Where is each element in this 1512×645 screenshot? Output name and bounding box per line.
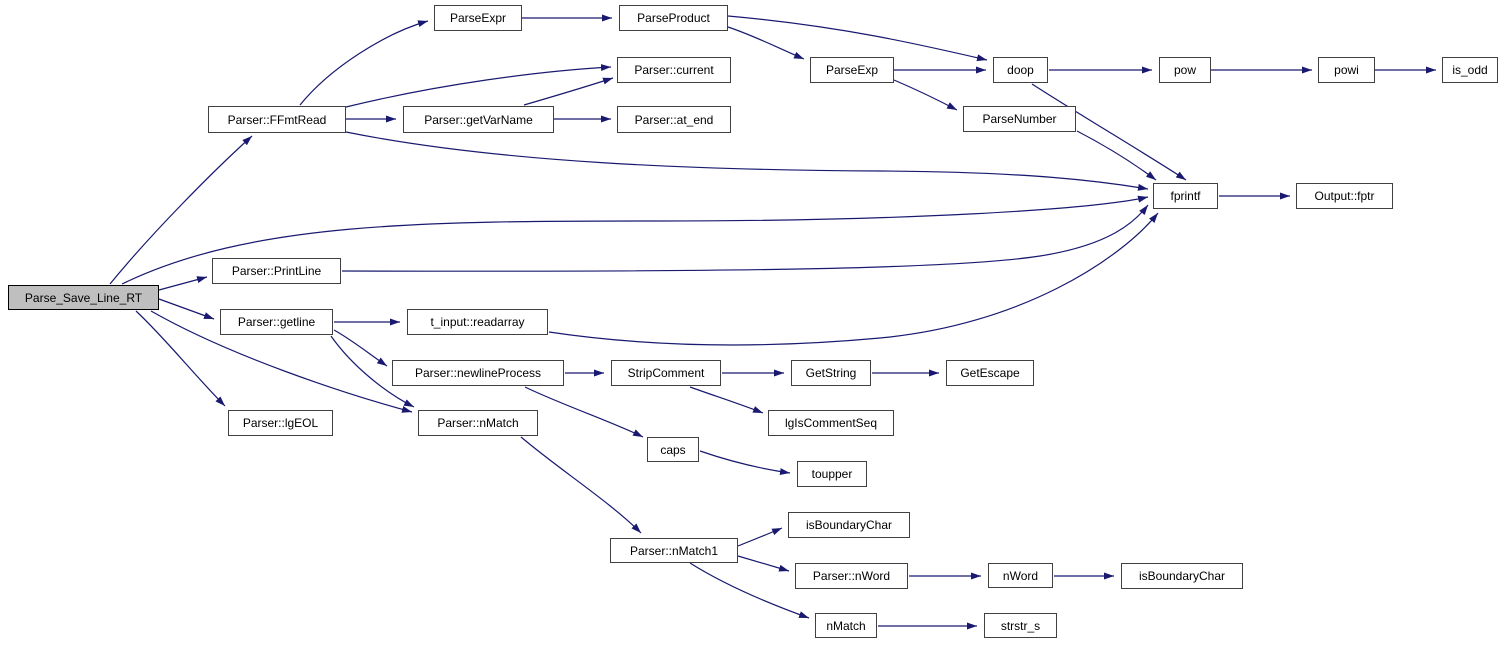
edge-parse-save-line-rt-to-lgeol: [135, 310, 226, 407]
edge-parse-save-line-rt-to-fprintf: [121, 195, 1149, 285]
node-parser-lgeol[interactable]: Parser::lgEOL: [228, 410, 333, 436]
node-parser-at-end[interactable]: Parser::at_end: [617, 106, 731, 133]
edge-getline-to-newlineprocess: [333, 329, 388, 367]
node-getescape[interactable]: GetEscape: [946, 360, 1034, 386]
edge-parse-save-line-rt-to-parser-nmatch: [150, 310, 413, 413]
node-parse-product[interactable]: ParseProduct: [619, 5, 728, 31]
node-parser-nmatch1[interactable]: Parser::nMatch1: [610, 538, 738, 563]
edge-doop-to-fprintf: [1031, 83, 1187, 181]
edge-parser-nmatch1-to-parser-nword: [737, 555, 790, 572]
node-fprintf[interactable]: fprintf: [1153, 183, 1218, 209]
edge-getline-to-parser-nmatch: [330, 335, 415, 408]
edge-parser-nmatch-to-parser-nmatch1: [520, 436, 642, 534]
edge-parseproduct-to-doop: [727, 15, 988, 62]
node-parse-number[interactable]: ParseNumber: [963, 106, 1076, 132]
node-lgiscommentseq[interactable]: lgIsCommentSeq: [768, 410, 894, 436]
node-parser-nmatch[interactable]: Parser::nMatch: [418, 410, 538, 436]
node-output-fptr[interactable]: Output::fptr: [1296, 183, 1393, 209]
edge-getvarname-to-current: [523, 77, 614, 106]
edge-parseexp-to-parsenumber: [893, 79, 958, 111]
node-parse-save-line-rt: Parse_Save_Line_RT: [8, 285, 159, 310]
node-isboundarychar-1[interactable]: isBoundaryChar: [788, 512, 910, 538]
node-parser-ffmtread[interactable]: Parser::FFmtRead: [208, 106, 346, 133]
node-getstring[interactable]: GetString: [791, 360, 871, 386]
node-parser-current[interactable]: Parser::current: [617, 57, 731, 83]
node-parse-exp[interactable]: ParseExp: [810, 57, 894, 83]
node-strstr-s[interactable]: strstr_s: [984, 613, 1057, 638]
node-caps[interactable]: caps: [647, 437, 699, 462]
edge-ffmtread-to-fprintf: [345, 131, 1149, 191]
node-powi[interactable]: powi: [1318, 57, 1375, 83]
node-isboundarychar-2[interactable]: isBoundaryChar: [1121, 563, 1243, 589]
node-toupper[interactable]: toupper: [797, 461, 867, 487]
node-parse-expr[interactable]: ParseExpr: [434, 5, 522, 31]
node-doop[interactable]: doop: [993, 57, 1048, 83]
node-stripcomment[interactable]: StripComment: [611, 360, 721, 386]
node-parser-getvarname[interactable]: Parser::getVarName: [403, 106, 554, 133]
edge-readarray-to-fprintf: [548, 212, 1159, 346]
node-t-input-readarray[interactable]: t_input::readarray: [407, 309, 548, 335]
edge-parsenumber-to-fprintf: [1076, 130, 1157, 181]
node-parser-nword[interactable]: Parser::nWord: [795, 563, 908, 589]
edge-caps-to-toupper: [699, 450, 791, 476]
edge-parser-nmatch1-to-isboundarychar: [737, 527, 783, 547]
edge-printline-to-fprintf: [341, 204, 1149, 272]
node-parser-printline[interactable]: Parser::PrintLine: [212, 258, 341, 284]
edge-ffmtread-to-parseexpr: [299, 20, 429, 106]
edge-parseproduct-to-parseexp: [727, 26, 805, 60]
edge-ffmtread-to-current: [345, 64, 612, 108]
edge-parse-save-line-rt-to-getline: [158, 298, 215, 320]
edge-parse-save-line-rt-to-ffmtread: [109, 135, 253, 285]
node-is-odd[interactable]: is_odd: [1442, 57, 1498, 83]
node-nmatch[interactable]: nMatch: [815, 613, 877, 638]
edge-parser-nmatch1-to-nmatch: [689, 562, 810, 619]
edge-parse-save-line-rt-to-printline: [158, 276, 208, 291]
edge-stripcomment-to-lgiscommentseq: [689, 386, 764, 414]
node-nword[interactable]: nWord: [988, 563, 1053, 588]
node-pow[interactable]: pow: [1159, 57, 1211, 83]
node-parser-getline[interactable]: Parser::getline: [220, 309, 333, 335]
edge-newlineprocess-to-caps: [524, 386, 644, 438]
node-parser-newlineprocess[interactable]: Parser::newlineProcess: [392, 360, 564, 386]
